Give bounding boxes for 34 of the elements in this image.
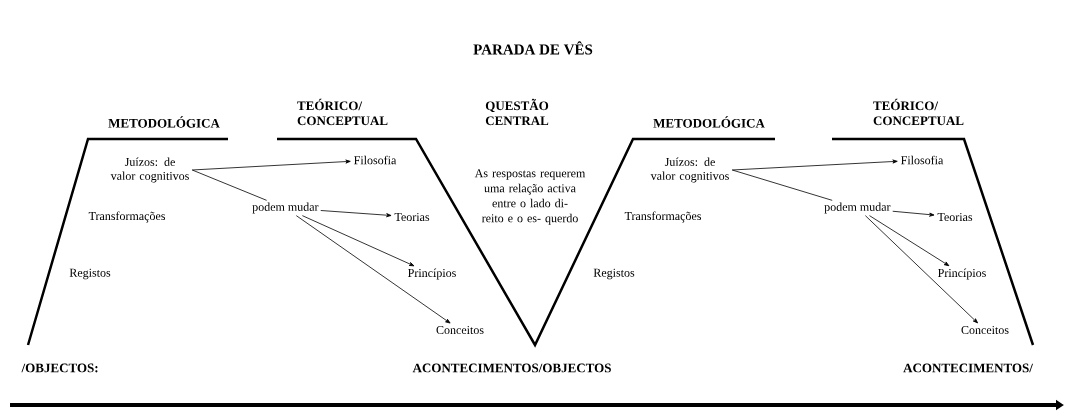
label-text: Transformações bbox=[88, 211, 166, 223]
arrow bbox=[892, 210, 935, 217]
arrow bbox=[320, 210, 392, 218]
arrow bbox=[731, 159, 898, 171]
node-text: Conceitos bbox=[436, 325, 484, 334]
label-text: Registos bbox=[69, 268, 111, 280]
heading: TEÓRICO/ CONCEPTUAL bbox=[873, 98, 964, 126]
arrow bbox=[301, 215, 415, 267]
note-text: As respostas requerem uma relação activa entre o lado di- reito e o es- querdo bbox=[474, 169, 586, 225]
label-text: Registos bbox=[593, 268, 635, 280]
node-text: Juízos: de valor cognitivos bbox=[650, 157, 729, 183]
heading: METODOLÓGICA bbox=[653, 116, 765, 128]
label-text: Transformações bbox=[624, 211, 701, 223]
arrow bbox=[869, 215, 950, 267]
arrow bbox=[295, 215, 451, 324]
arrow bbox=[191, 159, 351, 171]
node-text: Princípios bbox=[938, 268, 986, 280]
node-text: Teorias bbox=[394, 212, 430, 221]
node-text: Juízos: de valor cognitivos bbox=[110, 157, 189, 183]
node-text: Filosofia bbox=[901, 155, 944, 165]
node-text: podem mudar bbox=[252, 202, 319, 214]
node-text: Princípios bbox=[408, 268, 456, 280]
axis-label: ACONTECIMENTOS/ bbox=[903, 363, 1033, 373]
node-text: Teorias bbox=[937, 212, 973, 221]
node-text: Filosofia bbox=[354, 155, 397, 165]
axis-label: /OBJECTOS: bbox=[21, 363, 98, 373]
node-text: Conceitos bbox=[961, 325, 1009, 334]
node-text: podem mudar bbox=[824, 202, 891, 214]
heading: METODOLÓGICA bbox=[108, 116, 220, 128]
title: PARADA DE VÊS bbox=[473, 41, 593, 55]
heading: TEÓRICO/ CONCEPTUAL bbox=[297, 98, 388, 126]
axis-label: ACONTECIMENTOS/OBJECTOS bbox=[412, 363, 611, 373]
heading: QUESTÃO CENTRAL bbox=[485, 98, 549, 126]
arrow bbox=[864, 215, 979, 324]
